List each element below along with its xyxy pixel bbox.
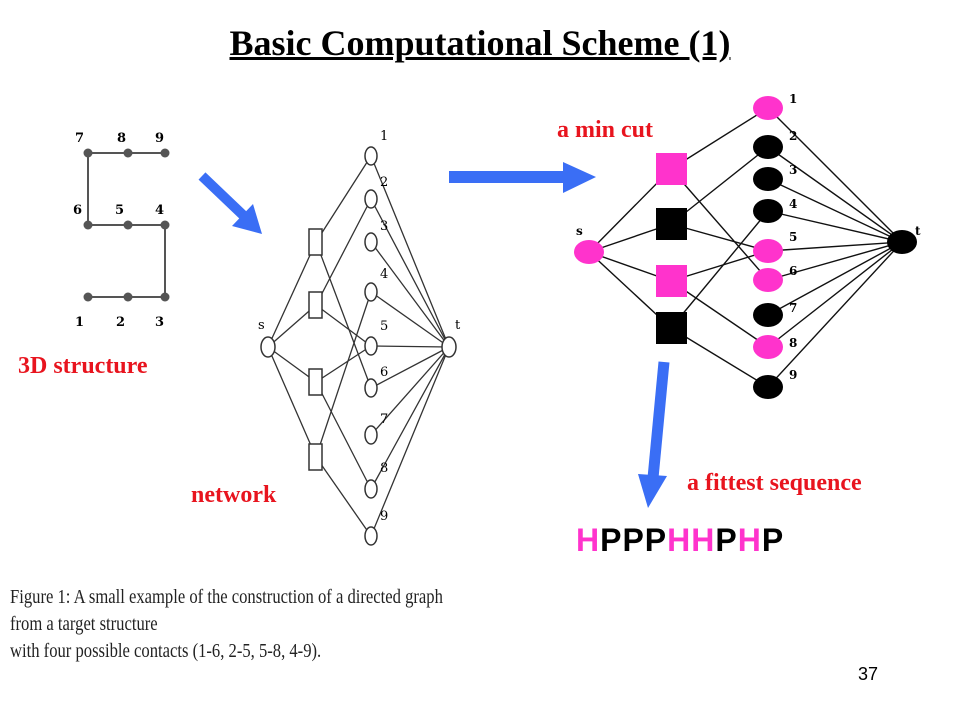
sink-node [887,230,917,254]
sequence-letter-p: P [600,522,623,558]
contact-node [308,291,323,319]
residue-node-h [753,335,783,359]
lattice-label-5: 5 [115,203,124,218]
page-number: 37 [858,664,879,684]
sequence-letter-h: H [737,522,762,558]
residue-label-3: 3 [789,163,797,177]
residue-label-1: 1 [789,92,797,106]
lattice-label-8: 8 [117,131,126,146]
lattice-node [160,292,170,302]
residue-node [364,479,378,499]
lattice-node [123,292,133,302]
contact-node [656,208,687,240]
residue-label-1: 1 [380,129,388,144]
residue-label-5: 5 [380,319,388,334]
lattice-label-7: 7 [75,131,84,146]
lattice-label-6: 6 [73,203,82,218]
caption-line-2: with four possible contacts (1-6, 2-5, 5… [10,640,322,662]
contact-node-cut [656,153,687,185]
sequence-letter-p: P [644,522,668,558]
residue-node-p [753,135,783,159]
lattice-label-4: 4 [155,203,164,218]
residue-node-h [753,268,783,292]
residue-node-h [753,96,783,120]
residue-node [364,336,378,356]
residue-label-6: 6 [789,264,797,278]
residue-node-p [753,303,783,327]
source-label: s [576,224,583,238]
residue-node-h [753,239,783,263]
residue-node [364,232,378,252]
sequence-letter-p: P [715,522,738,558]
hp-sequence: HPPPHHPHP [576,522,784,559]
residue-node [364,189,378,209]
residue-label-8: 8 [380,461,388,476]
sink-label: t [455,318,461,333]
sink-label: t [915,224,921,238]
contact-node [308,443,323,471]
residue-label-3: 3 [380,219,388,234]
figure-caption: Figure 1: A small example of the constru… [10,584,475,665]
lattice-node [123,220,133,230]
residue-node [364,146,378,166]
lattice-node [83,148,93,158]
residue-label-5: 5 [789,230,797,244]
fittest-sequence-label: a fittest sequence [687,470,862,496]
sequence-letter-h: H [667,522,692,558]
residue-label-2: 2 [789,129,797,143]
residue-label-7: 7 [789,301,797,315]
lattice-label-3: 3 [155,315,164,330]
residue-node [364,425,378,445]
slide-title: Basic Computational Scheme (1) [229,23,731,63]
residue-label-9: 9 [380,509,388,524]
source-label: s [258,318,265,333]
residue-label-4: 4 [789,197,797,211]
lattice-label-1: 1 [75,315,84,330]
residue-label-6: 6 [380,365,388,380]
min-cut-network: s t 1 2 3 4 5 6 7 8 9 [574,92,921,399]
lattice-structure: 7 8 9 6 5 4 1 2 3 [73,131,170,330]
residue-node-p [753,375,783,399]
sequence-letter-p: P [761,522,785,558]
network-label: network [191,482,277,508]
contact-node-cut [656,265,687,297]
residue-node-p [753,167,783,191]
lattice-label-2: 2 [116,315,125,330]
sequence-letter-h: H [691,522,716,558]
residue-label-4: 4 [380,267,388,282]
residue-label-2: 2 [380,175,388,190]
residue-node [364,526,378,546]
residue-label-8: 8 [789,336,797,350]
sink-node [441,336,457,358]
residue-node-p [753,199,783,223]
source-node [260,336,276,358]
lattice-node [123,148,133,158]
residue-node [364,282,378,302]
contact-node [308,368,323,396]
lattice-node [160,148,170,158]
min-cut-label: a min cut [557,117,653,143]
flow-network: s t 1 2 3 4 5 6 7 8 9 [258,129,461,546]
sequence-letter-h: H [576,522,601,558]
source-node [574,240,604,264]
residue-node [364,378,378,398]
lattice-node [83,220,93,230]
residue-label-7: 7 [380,412,388,427]
residue-label-9: 9 [789,368,797,382]
lattice-node [160,220,170,230]
structure-label: 3D structure [18,353,148,379]
contact-node [308,228,323,256]
lattice-label-9: 9 [155,131,164,146]
sequence-letter-p: P [622,522,645,558]
caption-line-1: Figure 1: A small example of the constru… [10,586,443,635]
contact-node [656,312,687,344]
lattice-node [83,292,93,302]
